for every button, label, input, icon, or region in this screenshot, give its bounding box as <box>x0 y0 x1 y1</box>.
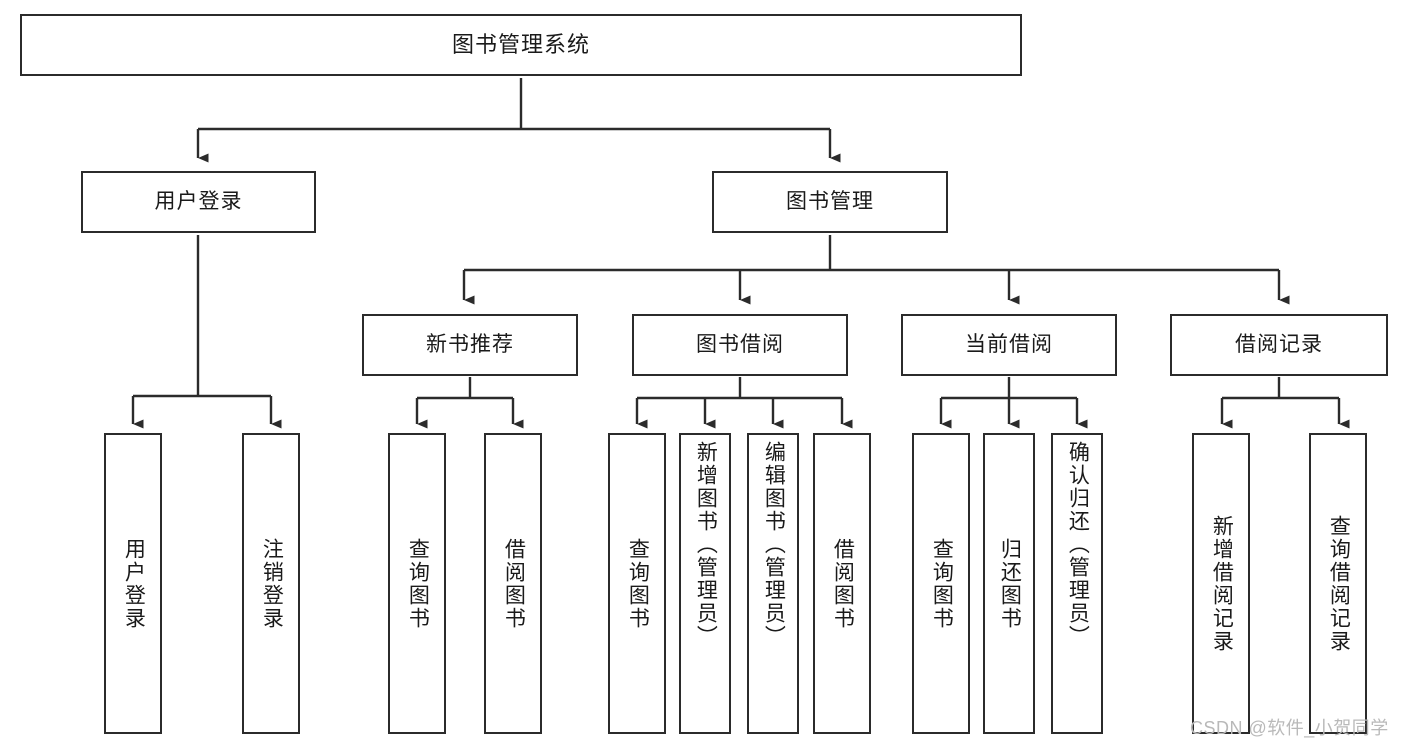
node-root-book-management-system[interactable]: 图书管理系统 <box>20 14 1022 76</box>
leaf-borrow-record-query-record[interactable]: 查询借阅记录 <box>1309 433 1367 734</box>
node-new-book-recommend[interactable]: 新书推荐 <box>362 314 578 376</box>
leaf-book-borrow-add-book-admin[interactable]: 新增图书（管理员） <box>679 433 731 734</box>
leaf-borrow-record-add-record[interactable]: 新增借阅记录 <box>1192 433 1250 734</box>
node-label: 借阅图书 <box>502 537 526 630</box>
node-label: 编辑图书（管理员） <box>762 441 786 648</box>
node-label: 图书管理系统 <box>451 31 590 57</box>
node-label: 查询图书 <box>406 537 430 630</box>
node-label: 当前借阅 <box>965 333 1053 357</box>
leaf-user-login-login[interactable]: 用户登录 <box>104 433 162 734</box>
leaf-book-borrow-edit-book-admin[interactable]: 编辑图书（管理员） <box>747 433 799 734</box>
node-book-borrow[interactable]: 图书借阅 <box>632 314 848 376</box>
node-label: 查询借阅记录 <box>1327 514 1351 653</box>
node-label: 借阅记录 <box>1235 333 1323 357</box>
node-user-login[interactable]: 用户登录 <box>81 171 316 233</box>
node-book-management[interactable]: 图书管理 <box>712 171 948 233</box>
node-label: 归还图书 <box>998 537 1022 630</box>
node-borrow-record[interactable]: 借阅记录 <box>1170 314 1388 376</box>
node-current-borrow[interactable]: 当前借阅 <box>901 314 1117 376</box>
node-label: 查询图书 <box>626 537 650 630</box>
leaf-current-borrow-query-book[interactable]: 查询图书 <box>912 433 970 734</box>
leaf-current-borrow-return-book[interactable]: 归还图书 <box>983 433 1035 734</box>
leaf-new-book-borrow-book[interactable]: 借阅图书 <box>484 433 542 734</box>
node-label: 用户登录 <box>122 537 146 630</box>
node-label: 新增借阅记录 <box>1210 514 1234 653</box>
node-label: 图书管理 <box>786 190 874 214</box>
node-label: 新书推荐 <box>426 333 514 357</box>
leaf-user-login-logout[interactable]: 注销登录 <box>242 433 300 734</box>
node-label: 借阅图书 <box>831 537 855 630</box>
leaf-current-borrow-confirm-return-admin[interactable]: 确认归还（管理员） <box>1051 433 1103 734</box>
leaf-book-borrow-borrow-book[interactable]: 借阅图书 <box>813 433 871 734</box>
node-label: 图书借阅 <box>696 333 784 357</box>
node-label: 注销登录 <box>260 537 284 630</box>
leaf-book-borrow-query-book[interactable]: 查询图书 <box>608 433 666 734</box>
leaf-new-book-query-book[interactable]: 查询图书 <box>388 433 446 734</box>
node-label: 新增图书（管理员） <box>694 441 718 648</box>
node-label: 查询图书 <box>930 537 954 630</box>
node-label: 确认归还（管理员） <box>1066 441 1090 648</box>
watermark-text: CSDN @软件_小贺同学 <box>1190 718 1389 738</box>
node-label: 用户登录 <box>154 190 243 214</box>
